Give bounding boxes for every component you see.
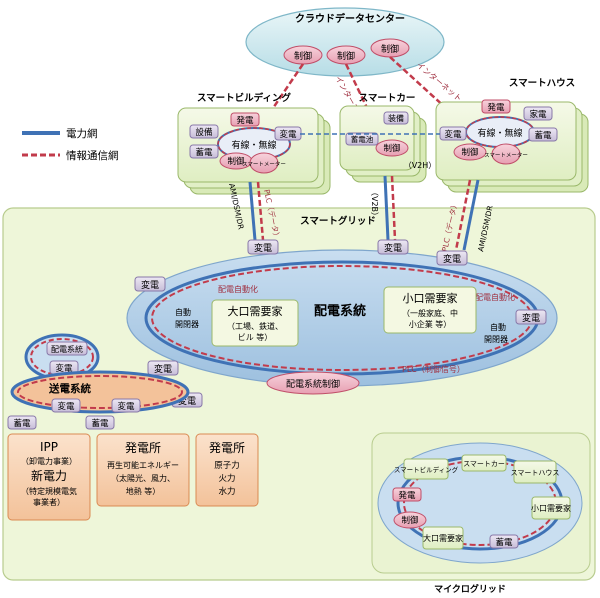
legend-info-label: 情報通信網: [66, 149, 119, 162]
distribution-control-label: 配電系統制御: [286, 378, 340, 390]
svg-text:大口需要家: 大口需要家: [423, 533, 463, 543]
svg-text:（太陽光、風力、: （太陽光、風力、: [111, 473, 175, 483]
smart-building-title: スマートビルディング: [197, 92, 292, 104]
renewable-title: 発電所: [125, 441, 161, 455]
svg-text:蓄電: 蓄電: [495, 537, 513, 548]
svg-text:制御: 制御: [337, 50, 355, 62]
svg-text:小口需要家: 小口需要家: [531, 503, 571, 513]
distribution-title: 配電系統: [314, 303, 366, 319]
smart-building: スマートビルディング 有線・無線 発電 設備 蓄電 制御 スマートメーター 変電: [177, 92, 331, 195]
svg-text:設備: 設備: [195, 127, 213, 138]
svg-text:スマートメーター: スマートメーター: [242, 160, 286, 168]
svg-text:変電: 変電: [279, 129, 297, 140]
legend-power-label: 電力網: [66, 127, 98, 140]
svg-text:変電: 変電: [384, 242, 402, 254]
svg-text:（工場、鉄道、: （工場、鉄道、: [227, 321, 283, 331]
v2b-label: （V2B）: [370, 188, 379, 220]
svg-text:変電: 変電: [522, 312, 540, 324]
svg-text:ビル 等）: ビル 等）: [238, 332, 273, 342]
svg-text:蓄電: 蓄電: [534, 130, 552, 141]
smart-house: スマートハウス 有線・無線 発電 家電 蓄電 変電 制御 スマートメーター: [435, 78, 589, 193]
svg-text:原子力: 原子力: [214, 460, 240, 471]
svg-text:装備: 装備: [388, 113, 404, 123]
svg-text:制御: 制御: [294, 50, 312, 62]
internet-label: インターネット: [415, 61, 464, 104]
svg-text:再生可能エネルギー: 再生可能エネルギー: [107, 460, 179, 470]
souden-label: 送電系統: [48, 382, 91, 395]
svg-text:事業者）: 事業者）: [33, 497, 65, 507]
svg-text:蓄電池: 蓄電池: [351, 134, 374, 144]
svg-text:（特定規模電気: （特定規模電気: [21, 486, 77, 496]
svg-text:（卸電力事業）: （卸電力事業）: [21, 456, 77, 466]
svg-text:発電: 発電: [487, 103, 505, 113]
svg-text:制御: 制御: [383, 143, 400, 154]
svg-text:制御: 制御: [461, 147, 478, 158]
haiden-keito-label: 配電系統: [51, 344, 83, 354]
small-consumer-title: 小口需要家: [403, 291, 458, 305]
svg-text:発電: 発電: [236, 116, 254, 126]
svg-text:変電: 変電: [55, 363, 73, 374]
v2h-label: （V2H）: [404, 161, 437, 170]
svg-text:変電: 変電: [443, 253, 461, 265]
smart-house-title: スマートハウス: [509, 78, 575, 89]
svg-text:発電: 発電: [398, 491, 416, 501]
distribution-system: 配電系統 配電自動化 配電自動化 自動 開閉器 自動 開閉器 大口需要家 （工場…: [126, 249, 558, 387]
svg-text:蓄電: 蓄電: [13, 418, 31, 429]
svg-text:制御: 制御: [401, 515, 418, 526]
svg-text:（一般家庭、中: （一般家庭、中: [402, 308, 458, 318]
svg-text:蓄電: 蓄電: [91, 418, 109, 429]
auto-switch-left-2: 開閉器: [175, 320, 199, 329]
svg-text:スマートカー: スマートカー: [463, 460, 505, 468]
svg-text:スマートメーター: スマートメーター: [484, 151, 528, 159]
generation: IPP （卸電力事業） 新電力 （特定規模電気 事業者） 発電所 再生可能エネル…: [7, 433, 259, 521]
cloud-title: クラウドデータセンター: [295, 12, 405, 25]
svg-text:地熱 等）: 地熱 等）: [126, 486, 161, 496]
smart-car-title: スマートカー: [359, 93, 416, 104]
svg-text:変電: 変電: [254, 242, 272, 254]
svg-text:小企業 等）: 小企業 等）: [409, 319, 452, 329]
conventional-title: 発電所: [209, 441, 245, 455]
svg-text:蓄電: 蓄電: [195, 147, 213, 158]
plc-signal-label: PLC（制御信号）: [402, 364, 465, 374]
svg-text:制御: 制御: [227, 156, 244, 167]
svg-text:変電: 変電: [57, 401, 75, 412]
transmission-system: 配電系統 変電 送電系統 変電 変電 蓄電 蓄電: [7, 333, 190, 430]
distribution-control: 配電系統制御 PLC（制御信号）: [266, 364, 465, 395]
svg-text:変電: 変電: [117, 401, 135, 412]
svg-text:有線・無線: 有線・無線: [231, 139, 276, 151]
svg-text:有線・無線: 有線・無線: [477, 127, 522, 139]
auto-switch-right-2: 開閉器: [484, 335, 508, 344]
auto-switch-left-1: 自動: [175, 307, 191, 317]
smart-grid-title: スマートグリッド: [300, 215, 376, 227]
large-consumer-title: 大口需要家: [228, 304, 283, 318]
auto-label-left: 配電自動化: [218, 284, 258, 294]
ipp-title: IPP: [40, 440, 58, 454]
svg-text:変電: 変電: [141, 279, 159, 291]
legend: 電力網 情報通信網: [22, 127, 119, 162]
microgrid-caption: マイクログリッド: [434, 583, 506, 595]
auto-switch-right-1: 自動: [490, 322, 506, 332]
cloud-data-center: クラウドデータセンター 制御 制御 制御: [245, 7, 445, 77]
svg-text:家電: 家電: [529, 109, 547, 120]
svg-text:水力: 水力: [218, 486, 235, 497]
microgrid: スマートビルディング スマートカー スマートハウス 発電 制御 大口需要家 蓄電…: [371, 432, 591, 595]
svg-text:変電: 変電: [154, 363, 172, 375]
svg-text:新電力: 新電力: [31, 468, 67, 483]
svg-text:変電: 変電: [444, 129, 462, 140]
svg-text:火力: 火力: [218, 473, 235, 484]
svg-text:スマートハウス: スマートハウス: [511, 469, 560, 477]
svg-text:スマートビルディング: スマートビルディング: [394, 465, 459, 474]
svg-text:制御: 制御: [381, 43, 399, 55]
auto-label-right: 配電自動化: [475, 292, 515, 302]
